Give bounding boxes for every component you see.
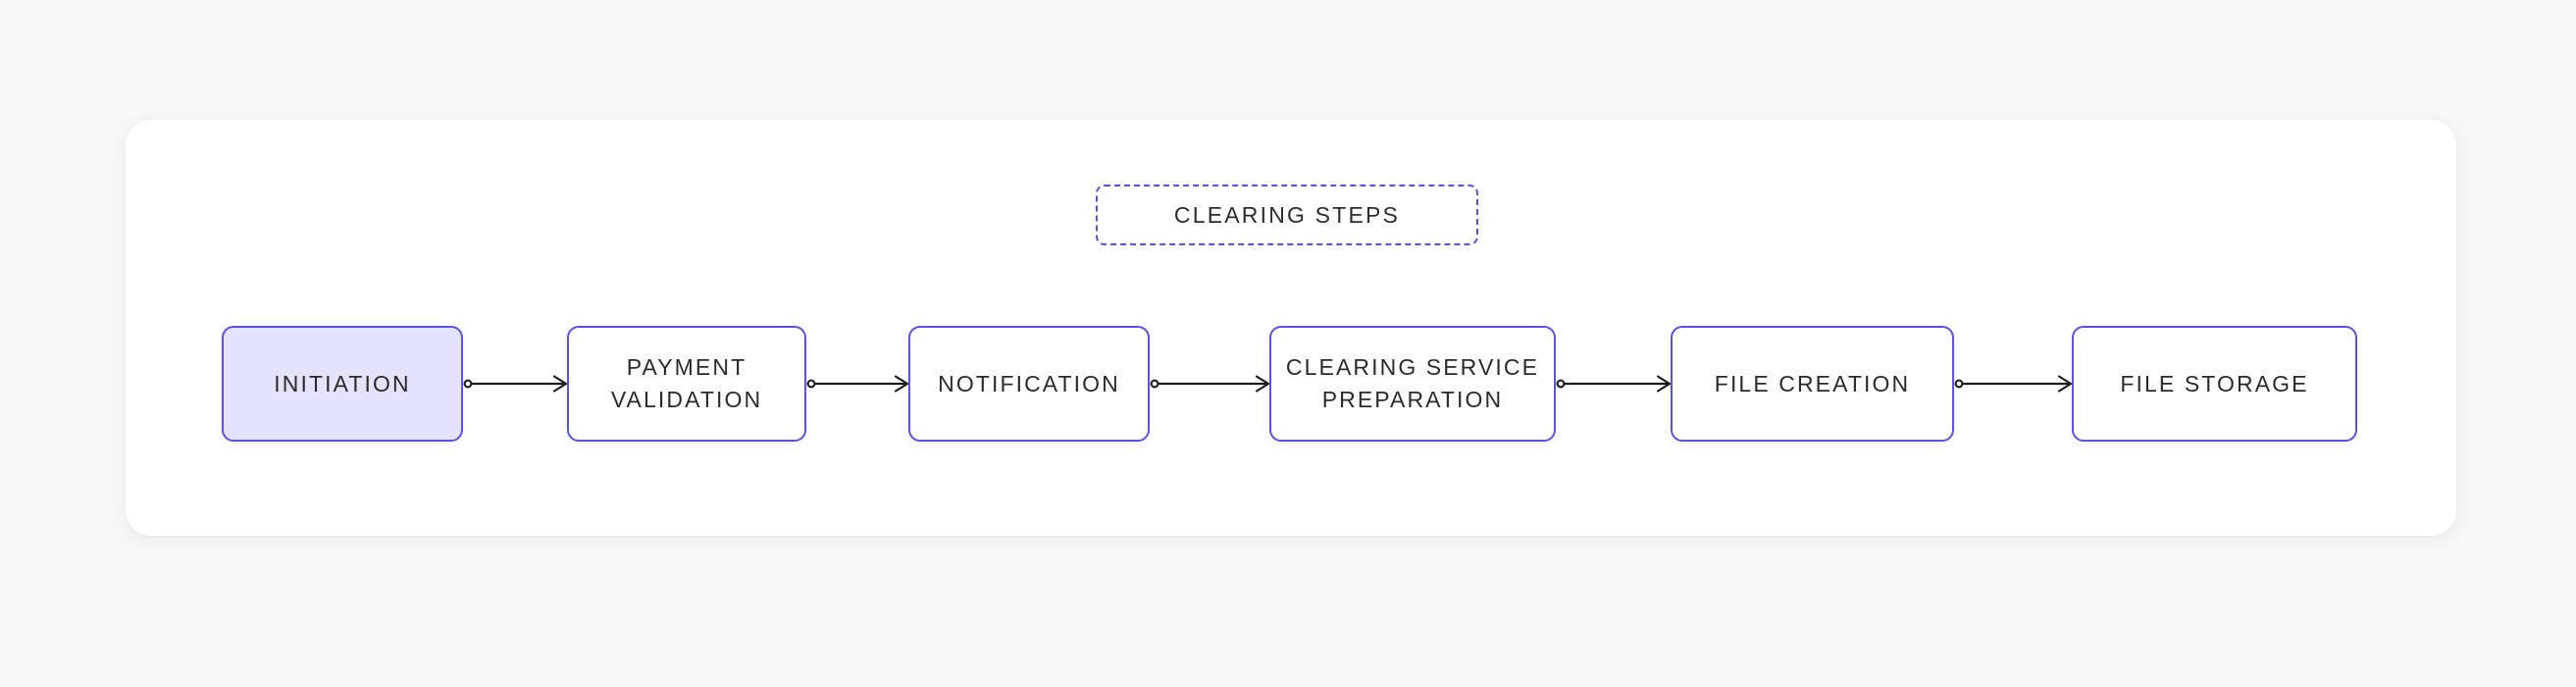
flow-row: INITIATION PAYMENT VALIDATION NOTIFICATION… (126, 326, 2456, 442)
flow-node-label: FILE STORAGE (2120, 370, 2309, 396)
flow-node-label: NOTIFICATION (938, 370, 1120, 396)
flow-node-clearing-service-preparation[interactable]: CLEARING SERVICE PREPARATION (1269, 326, 1556, 442)
flow-node-notification[interactable]: NOTIFICATION (908, 326, 1150, 442)
section-header-clearing-steps: CLEARING STEPS (1096, 185, 1478, 245)
flow-node-label: CLEARING SERVICE PREPARATION (1285, 354, 1540, 412)
flow-node-file-creation[interactable]: FILE CREATION (1671, 326, 1954, 442)
connector-file-creation-to-file-storage (1954, 372, 2073, 396)
connector-initiation-to-payment-validation (463, 372, 568, 396)
flow-node-initiation[interactable]: INITIATION (222, 326, 463, 442)
flow-node-label: PAYMENT VALIDATION (610, 354, 763, 412)
flow-node-label: INITIATION (274, 370, 411, 396)
connector-notification-to-clearing-service-preparation (1150, 372, 1270, 396)
connector-payment-validation-to-notification (806, 372, 909, 396)
section-header-label: CLEARING STEPS (1173, 201, 1401, 228)
flow-node-label: FILE CREATION (1714, 370, 1911, 396)
connector-clearing-service-preparation-to-file-creation (1556, 372, 1672, 396)
flow-node-file-storage[interactable]: FILE STORAGE (2072, 326, 2357, 442)
flow-node-payment-validation[interactable]: PAYMENT VALIDATION (567, 326, 806, 442)
